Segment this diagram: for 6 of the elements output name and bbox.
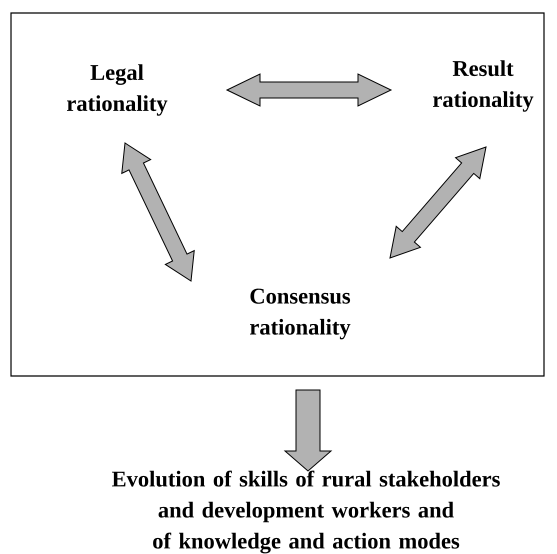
- label-text: Consensus rationality: [250, 288, 350, 340]
- label-text: Legal rationality: [67, 64, 168, 116]
- frame-box: [10, 12, 545, 377]
- result-text: Evolution of skills of rural stakeholders and development workers and of knowledge and action modes: [112, 470, 500, 554]
- label-text: Result rationality: [433, 60, 534, 112]
- block-arrow: [284, 390, 332, 472]
